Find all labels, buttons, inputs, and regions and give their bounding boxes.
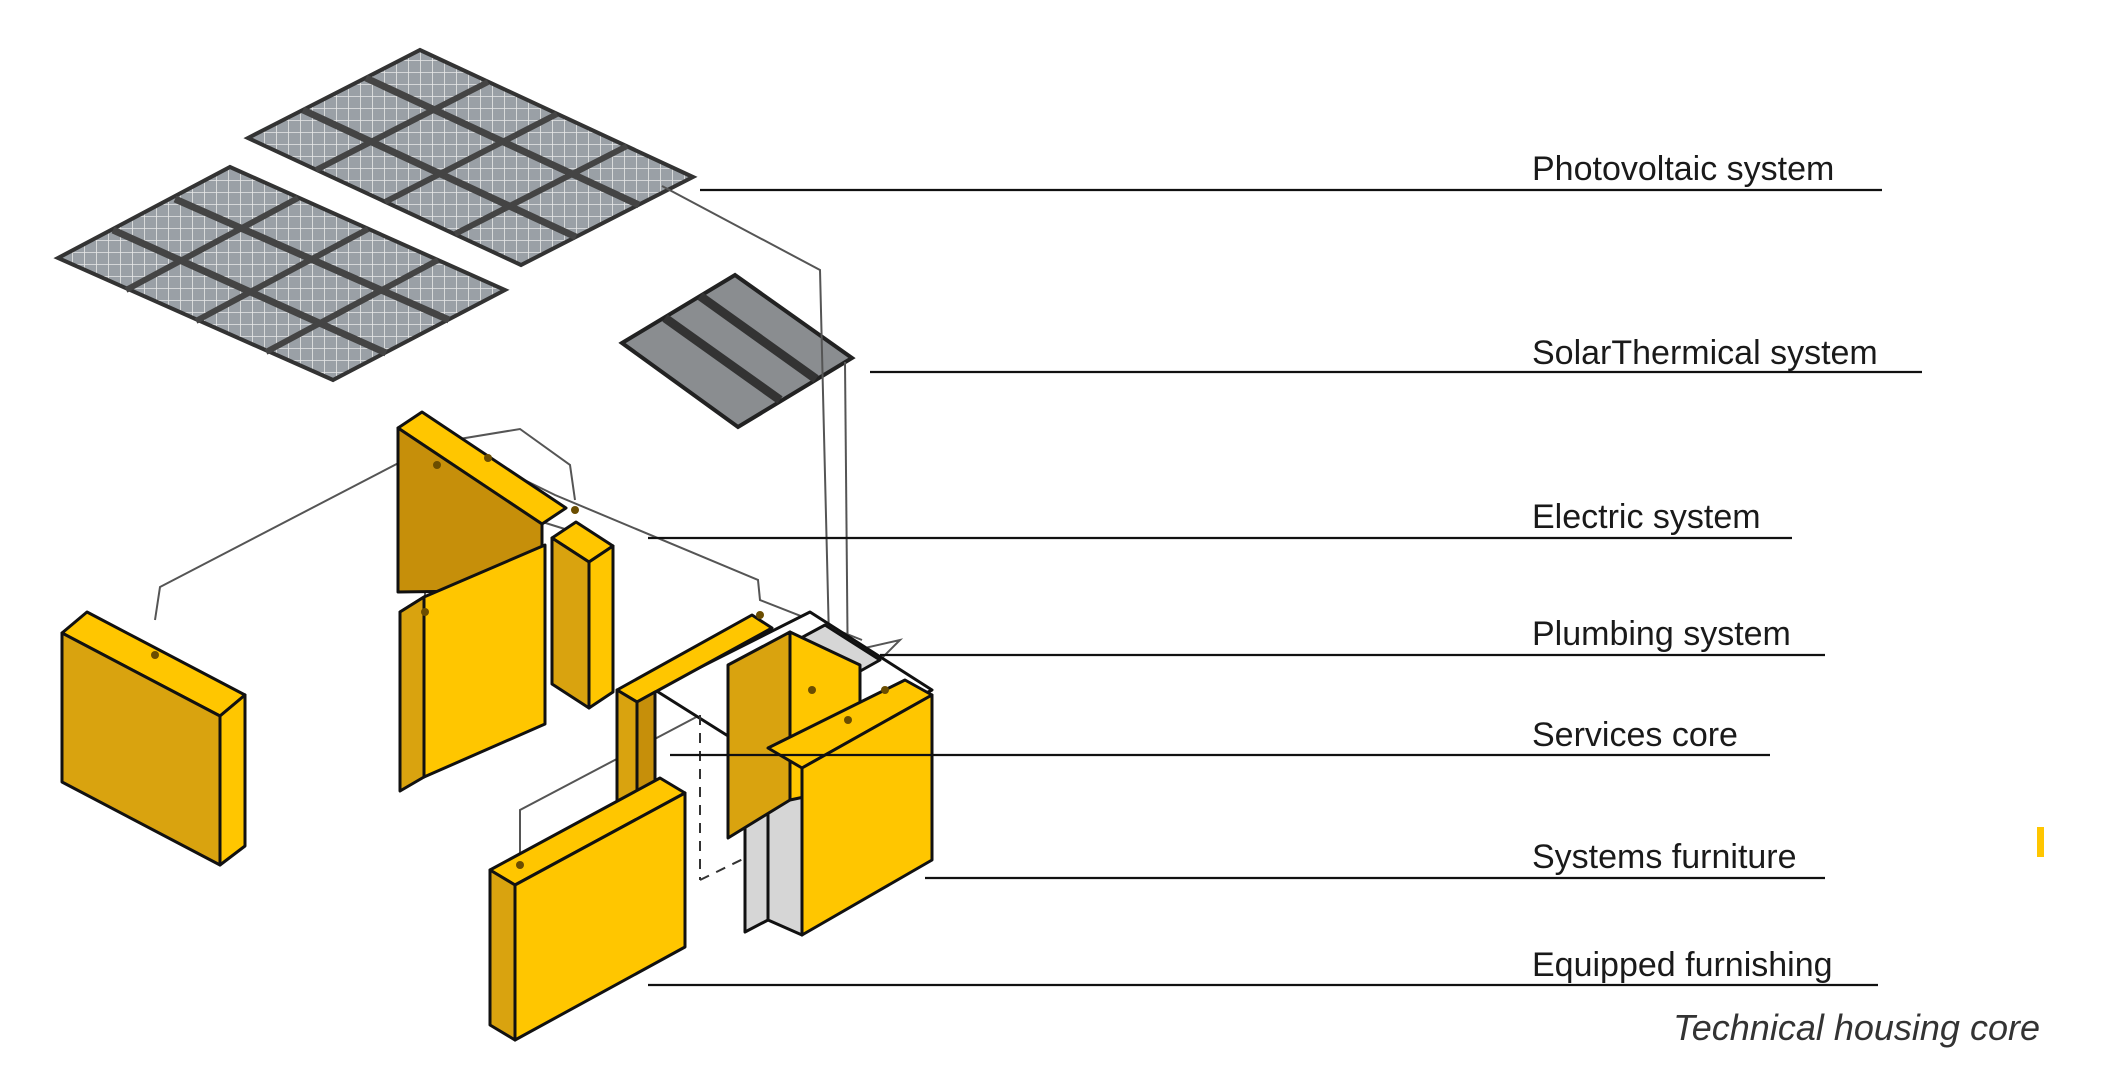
caption: Technical housing core bbox=[1673, 1007, 2040, 1048]
solar-thermal-panel-icon bbox=[618, 272, 856, 430]
connection-dots bbox=[151, 454, 889, 869]
label-plumbing: Plumbing system bbox=[1532, 615, 1791, 653]
wall-panel-back-top bbox=[396, 410, 568, 594]
label-electric: Electric system bbox=[1532, 498, 1761, 536]
pv-panels-icon bbox=[53, 24, 710, 383]
accent-bar bbox=[2037, 827, 2044, 857]
wall-panel-left bbox=[60, 610, 247, 867]
wall-panel-back-mid bbox=[550, 520, 615, 710]
leader-lines bbox=[648, 188, 1922, 987]
label-systems-furniture: Systems furniture bbox=[1532, 838, 1797, 876]
equipped-furnishing-panel bbox=[488, 776, 687, 1042]
label-services-core: Services core bbox=[1532, 716, 1738, 754]
wall-panel-back-low bbox=[398, 543, 547, 793]
label-solar-thermal: SolarThermical system bbox=[1532, 334, 1878, 372]
label-equipped-furnishing: Equipped furnishing bbox=[1532, 946, 1833, 984]
label-photovoltaic: Photovoltaic system bbox=[1532, 150, 1834, 188]
